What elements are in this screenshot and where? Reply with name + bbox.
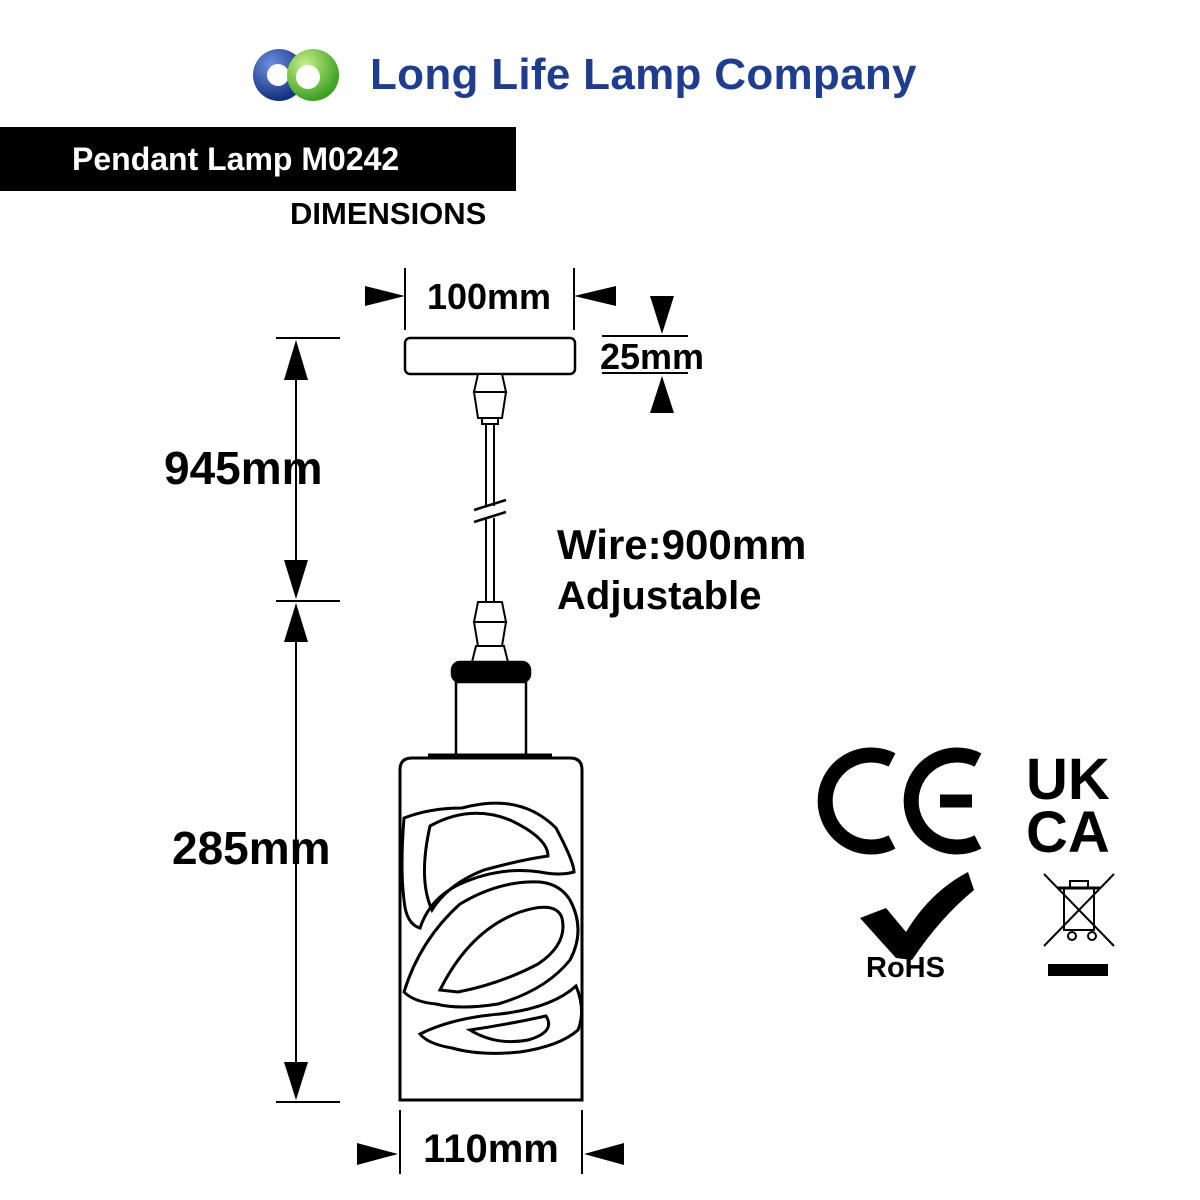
total-drop-dimension: 945mm: [164, 337, 340, 602]
rohs-text: RoHS: [866, 952, 945, 984]
shade-height-dimension: 285mm: [172, 603, 340, 1103]
canopy-width-dimension: 100mm: [365, 268, 616, 330]
crossed-bin-icon: [1043, 873, 1115, 976]
ukca-mark-icon: UK CA: [1026, 747, 1110, 865]
shade-width-dimension: 110mm: [357, 1110, 624, 1174]
brand-name: Long Life Lamp Company: [370, 50, 917, 99]
cord-grip-top: [472, 373, 508, 425]
wire: [473, 424, 507, 602]
ce-mark-icon: CE: [817, 747, 982, 855]
page-title: Pendant Lamp M0242: [72, 140, 400, 177]
brand-header: Long Life Lamp Company: [250, 40, 917, 110]
glass-shade: [398, 756, 584, 1102]
shade-height-label: 285mm: [172, 822, 331, 874]
total-drop-label: 945mm: [164, 442, 323, 494]
twin-circle-logo-icon: [253, 49, 339, 101]
canopy-height-label: 25mm: [600, 336, 704, 377]
ukca-bottom-text: CA: [1026, 800, 1110, 865]
wire-length-label: Wire:900mm: [557, 521, 806, 568]
lamp-holder: [428, 660, 552, 758]
ukca-top-text: UK: [1026, 747, 1110, 812]
rohs-mark-icon: RoHS: [860, 872, 974, 984]
page-subtitle: DIMENSIONS: [290, 196, 487, 231]
canopy: [403, 336, 577, 376]
wire-note-label: Adjustable: [557, 574, 761, 618]
canopy-height-dimension: 25mm: [600, 296, 704, 413]
shade-width-label: 110mm: [423, 1127, 559, 1171]
canopy-width-label: 100mm: [427, 276, 551, 317]
title-bar: Pendant Lamp M0242: [0, 127, 516, 191]
ce-mark-text: CE: [900, 800, 902, 802]
cord-grip-bottom: [470, 601, 510, 663]
